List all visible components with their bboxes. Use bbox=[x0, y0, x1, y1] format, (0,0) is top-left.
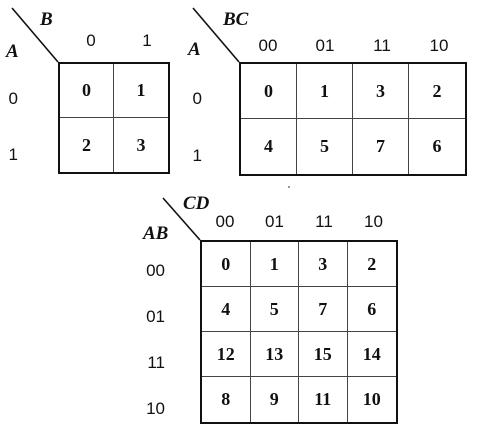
minterm-cell: 5 bbox=[250, 287, 299, 332]
column-header: 00 bbox=[258, 36, 278, 55]
column-header: 00 bbox=[215, 212, 235, 231]
stray-dot bbox=[288, 186, 290, 188]
minterm-cell: 1 bbox=[114, 64, 168, 118]
column-header: 0 bbox=[86, 31, 96, 50]
minterm-cell: 1 bbox=[250, 242, 299, 287]
diagonal-line bbox=[11, 7, 59, 63]
minterm-cell: 7 bbox=[353, 119, 409, 174]
minterm-cell: 5 bbox=[297, 119, 353, 174]
minterm-cell: 1 bbox=[297, 64, 353, 119]
minterm-cell: 4 bbox=[202, 287, 251, 332]
row-header: 00 bbox=[146, 261, 165, 280]
minterm-cell: 14 bbox=[347, 332, 396, 377]
row-header: 0 bbox=[8, 89, 18, 108]
minterm-cell: 15 bbox=[299, 332, 348, 377]
minterm-cell: 3 bbox=[299, 242, 348, 287]
minterm-cell: 11 bbox=[299, 377, 348, 422]
minterm-cell: 13 bbox=[250, 332, 299, 377]
corner-diagonal bbox=[11, 7, 59, 63]
column-variable-label: B bbox=[40, 9, 53, 30]
minterm-cell: 10 bbox=[362, 389, 381, 409]
minterm-cell: 8 bbox=[202, 377, 251, 422]
row-header: 0 bbox=[192, 89, 202, 108]
minterm-cell: 0 bbox=[241, 64, 297, 119]
minterm-cell: 3 bbox=[136, 134, 146, 155]
minterm-cell: 3 bbox=[353, 64, 409, 119]
row-header: 1 bbox=[8, 145, 18, 164]
column-header: 01 bbox=[265, 212, 284, 231]
row-header: 10 bbox=[146, 399, 165, 418]
minterm-cell: 6 bbox=[347, 287, 396, 332]
minterm-cell: 6 bbox=[432, 136, 442, 156]
row-variable-label: AB bbox=[143, 223, 169, 244]
column-header: 1 bbox=[142, 31, 152, 50]
row-header: 11 bbox=[147, 353, 165, 372]
corner-diagonal bbox=[192, 7, 240, 63]
minterm-cell: 4 bbox=[241, 119, 297, 174]
minterm-cell: 2 bbox=[60, 118, 114, 172]
minterm-cell: 12 bbox=[202, 332, 251, 377]
row-variable-label: A bbox=[6, 41, 19, 62]
minterm-cell: 0 bbox=[60, 64, 114, 118]
column-header: 01 bbox=[315, 36, 335, 55]
column-variable-label: BC bbox=[223, 9, 249, 30]
row-header: 1 bbox=[192, 146, 202, 165]
diagonal-line bbox=[162, 197, 201, 241]
minterm-cell: 9 bbox=[251, 377, 299, 422]
column-header: 11 bbox=[315, 212, 333, 231]
minterm-cell: 0 bbox=[202, 242, 251, 287]
minterm-cell: 7 bbox=[299, 287, 348, 332]
minterm-cell: 2 bbox=[409, 64, 465, 119]
row-header: 01 bbox=[146, 307, 165, 326]
minterm-cell: 2 bbox=[347, 242, 396, 287]
diagonal-line bbox=[192, 7, 240, 63]
row-variable-label: A bbox=[188, 39, 201, 60]
column-variable-label: CD bbox=[183, 193, 210, 214]
column-header: 10 bbox=[429, 36, 449, 55]
column-header: 10 bbox=[364, 212, 383, 231]
column-header: 11 bbox=[373, 36, 391, 55]
